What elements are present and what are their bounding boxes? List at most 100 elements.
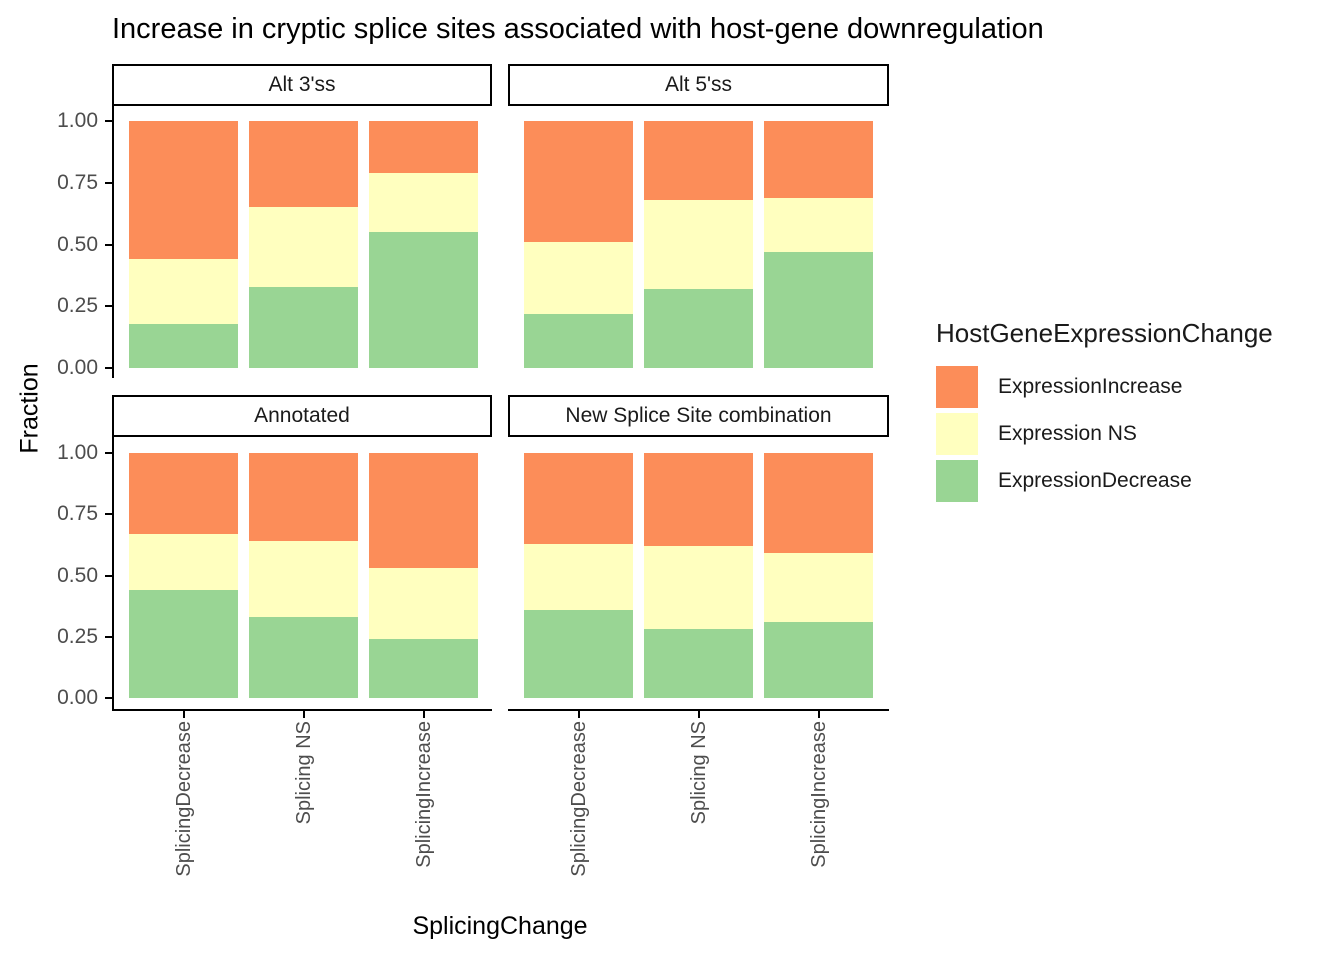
x-tick-mark <box>302 711 305 718</box>
bar-segment <box>368 232 478 368</box>
legend-label: ExpressionIncrease <box>998 375 1183 398</box>
bar-segment <box>248 121 358 208</box>
bar-segment <box>524 543 633 610</box>
x-tick-label: SplicingDecrease <box>172 721 195 877</box>
stacked-bar <box>644 453 753 698</box>
bars-container <box>114 453 492 698</box>
y-tick-label: 0.50 <box>57 232 98 256</box>
facet-panel-new-splice-site-combination: SplicingDecrease Splicing NS SplicingIncre… <box>508 437 889 877</box>
facet-strip-label: Alt 3'ss <box>268 73 336 96</box>
stacked-bar <box>644 121 753 368</box>
stacked-bar <box>764 453 873 698</box>
bars-container <box>114 121 492 368</box>
bar-segment <box>644 288 753 368</box>
x-axis-title: SplicingChange <box>412 912 588 940</box>
bars-container <box>508 121 889 368</box>
facet-strip-label: New Splice Site combination <box>565 404 832 427</box>
facet-panel-alt-5ss <box>508 106 889 378</box>
y-tick-label: 1.00 <box>57 109 98 132</box>
legend-label: ExpressionDecrease <box>998 469 1192 492</box>
legend-item: Expression NS <box>936 413 1273 455</box>
bar-segment <box>248 207 358 287</box>
bars-container <box>508 453 889 698</box>
legend-swatch <box>936 366 978 408</box>
facet-strip-alt-3ss: Alt 3'ss <box>112 64 492 106</box>
y-tick-mark <box>105 181 112 184</box>
chart-title: Increase in cryptic splice sites associa… <box>112 13 1044 45</box>
x-tick-label: SplicingDecrease <box>567 721 590 877</box>
stacked-bar <box>248 453 358 698</box>
legend: HostGeneExpressionChange ExpressionIncre… <box>936 318 1273 502</box>
bar-segment <box>524 121 633 243</box>
y-tick-label: 0.00 <box>57 356 98 379</box>
bar-segment <box>248 617 358 698</box>
bar-segment <box>368 453 478 569</box>
y-tick-label: 1.00 <box>57 441 98 464</box>
facet-strip-alt-5ss: Alt 5'ss <box>508 64 889 106</box>
y-tick-label: 0.00 <box>57 686 98 709</box>
bar-segment <box>644 453 753 547</box>
legend-item: ExpressionDecrease <box>936 460 1273 502</box>
y-tick-mark <box>105 452 112 454</box>
bar-segment <box>764 553 873 623</box>
y-tick-mark <box>105 305 112 308</box>
bar-segment <box>764 121 873 198</box>
legend-swatch <box>936 413 978 455</box>
x-tick-mark <box>817 711 820 718</box>
bar-segment <box>524 453 633 544</box>
bar-segment <box>368 172 478 233</box>
bar-segment <box>524 313 633 368</box>
bar-segment <box>644 200 753 289</box>
bar-segment <box>368 639 478 698</box>
stacked-bar <box>524 121 633 368</box>
x-tick-mark <box>182 711 185 718</box>
bar-segment <box>128 533 238 591</box>
x-tick-mark <box>697 711 700 718</box>
bar-segment <box>764 197 873 252</box>
y-tick-label: 0.75 <box>57 502 98 526</box>
x-tick-label: SplicingIncrease <box>412 721 435 868</box>
bar-segment <box>248 286 358 368</box>
y-tick-label: 0.25 <box>57 624 98 648</box>
bar-segment <box>644 121 753 201</box>
legend-label: Expression NS <box>998 422 1137 445</box>
stacked-bar <box>524 453 633 698</box>
x-tick-mark <box>577 711 580 718</box>
y-tick-mark <box>105 697 112 699</box>
bar-segment <box>248 453 358 542</box>
bar-segment <box>128 323 238 368</box>
y-tick-mark <box>105 120 112 122</box>
legend-title: HostGeneExpressionChange <box>936 318 1273 348</box>
y-tick-mark <box>105 574 112 577</box>
y-tick-label: 0.25 <box>57 294 98 318</box>
stacked-bar <box>368 453 478 698</box>
stacked-bar <box>764 121 873 368</box>
legend-swatch <box>936 460 978 502</box>
bar-segment <box>128 453 238 534</box>
bar-segment <box>248 541 358 618</box>
facet-strip-new-splice-site-combination: New Splice Site combination <box>508 395 889 437</box>
y-tick-label: 0.50 <box>57 563 98 587</box>
bar-segment <box>128 590 238 698</box>
x-tick-label: Splicing NS <box>687 721 710 825</box>
x-tick-label: Splicing NS <box>292 721 315 825</box>
legend-item: ExpressionIncrease <box>936 366 1273 408</box>
bar-segment <box>368 568 478 640</box>
bar-segment <box>764 251 873 368</box>
y-tick-mark <box>105 635 112 638</box>
bar-segment <box>524 609 633 698</box>
bar-segment <box>368 121 478 173</box>
facet-strip-annotated: Annotated <box>112 395 492 437</box>
facet-strip-label: Annotated <box>254 404 350 427</box>
y-tick-mark <box>105 243 112 246</box>
x-tick-mark <box>422 711 425 718</box>
y-tick-mark <box>105 367 112 369</box>
x-tick-label: SplicingIncrease <box>807 721 830 868</box>
bar-segment <box>128 259 238 324</box>
bar-segment <box>524 242 633 314</box>
bar-segment <box>764 622 873 698</box>
stacked-bar <box>368 121 478 368</box>
